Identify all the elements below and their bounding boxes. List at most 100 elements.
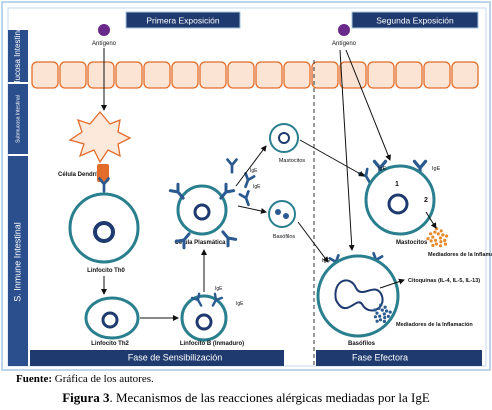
mastocitos-label-1: Mastocitos xyxy=(279,158,306,164)
source-line: Fuente: Gráfica de los autores. xyxy=(16,373,154,385)
fase-efectora-box xyxy=(316,350,482,366)
dendritic-label-text: Célula Dendrítica xyxy=(58,172,108,178)
mediator-dot xyxy=(445,234,449,238)
epithelial-cell xyxy=(143,61,171,89)
epithelial-cell xyxy=(31,61,59,89)
epithelial-cell xyxy=(227,61,255,89)
ige-antibody xyxy=(168,182,185,200)
mediator-dot xyxy=(438,244,443,248)
submucosa-band xyxy=(8,84,28,154)
ige-antibody xyxy=(226,158,238,174)
mediator-dot xyxy=(379,303,383,307)
mediator-dot xyxy=(438,236,442,240)
mediator-dot xyxy=(373,315,377,319)
plasma-nucleus xyxy=(193,203,211,221)
ige-antibodies xyxy=(98,158,428,307)
mediadores-label-2: Mediadores de la Inflamación xyxy=(396,322,473,328)
mediator-dot xyxy=(383,316,387,320)
mediator-dot xyxy=(378,314,382,318)
basofilos-label-2: Basófilos xyxy=(348,341,376,347)
epithelial-cell xyxy=(171,61,199,89)
mediator-dot xyxy=(375,311,379,315)
ige-antibody xyxy=(98,177,110,193)
mediator-dot xyxy=(443,242,448,246)
figure-label: Figura 3 xyxy=(62,390,110,405)
fase-efectora-text: Fase Efectora xyxy=(352,352,408,362)
mediator-dot xyxy=(426,237,430,241)
th2-label: Linfocito Th2 xyxy=(91,341,129,347)
basophil-large-nucleus xyxy=(334,279,384,312)
basophil-small xyxy=(268,200,296,228)
epithelial-cell xyxy=(255,61,283,89)
epithelial-cell xyxy=(395,61,423,89)
mediator-dot xyxy=(431,235,435,239)
mediadores-label-1-text: Mediadores de la Inflamación xyxy=(428,252,492,258)
primera-header-text: Primera Exposición xyxy=(146,15,219,25)
step-2: 2 xyxy=(424,197,428,204)
ige-antibody xyxy=(174,232,191,250)
mediadores-label-1: Mediadores de la Inflamación xyxy=(428,252,492,258)
figure-caption-text: . Mecanismos de las reacciones alérgicas… xyxy=(109,390,430,405)
mediator-dot xyxy=(433,230,437,234)
basophil-small-granule-2 xyxy=(283,213,289,219)
mediator-dot xyxy=(436,232,440,236)
arrow-antigen2-mast xyxy=(345,49,391,161)
epithelial-cell xyxy=(311,61,339,89)
outer-frame xyxy=(1,1,491,371)
effector-ige-2: IgE xyxy=(432,166,441,172)
mastocitos-label-2: Mastocitos xyxy=(396,240,428,246)
dendritic-cell xyxy=(68,110,132,164)
antigen-label-1: Antígeno xyxy=(92,41,117,47)
antigen-dot-2 xyxy=(338,24,350,36)
th0-label: Linfocito Th0 xyxy=(87,268,125,274)
mediator-dot xyxy=(388,310,392,314)
submucosa-label: Submucosa Intestinal xyxy=(15,95,21,143)
arrow-baso-effector xyxy=(297,221,329,263)
fase-sensibilizacion-text: Fase de Sensibilización xyxy=(128,352,223,362)
epithelial-cell xyxy=(451,61,479,89)
epithelial-cell xyxy=(423,61,451,89)
basofilos-label-1: Basófilos xyxy=(273,234,296,240)
source-label: Fuente: xyxy=(16,373,53,385)
primera-header xyxy=(125,11,241,29)
mediator-dot xyxy=(429,239,433,243)
mediator-dot xyxy=(375,319,379,323)
mastocyte-large-nucleus xyxy=(387,193,409,215)
antigen-dot-1 xyxy=(98,24,110,36)
ige-antibody xyxy=(190,292,203,307)
basophil-small-granule-1 xyxy=(275,209,281,215)
mediator-dot xyxy=(383,305,387,309)
plasma-label: Célula Plasmática xyxy=(174,240,226,246)
allergy-mechanism-diagram: Mucosa Intestinal Submucosa Intestinal S… xyxy=(1,1,492,371)
b-nucleus xyxy=(195,313,213,331)
mediator-dot xyxy=(443,238,447,242)
epithelial-cell xyxy=(367,61,395,89)
arrow-mast-mediators xyxy=(425,211,437,229)
mediator-dot xyxy=(429,232,433,236)
arrow-mast-effector xyxy=(299,139,365,177)
epithelial-cell xyxy=(199,61,227,89)
arrow-plasma-baso xyxy=(237,205,267,214)
mediator-dot xyxy=(431,243,435,248)
mediator-dot xyxy=(380,308,384,312)
epithelial-cell xyxy=(87,61,115,89)
antigen-label-2: Antígeno xyxy=(332,41,357,47)
basophil-large xyxy=(316,254,400,338)
epithelial-cell xyxy=(283,61,311,89)
mediator-dot xyxy=(378,318,383,322)
ige-antibody xyxy=(219,182,236,200)
mediator-dot xyxy=(441,233,445,237)
ige-antibody xyxy=(244,172,256,189)
th2-nucleus xyxy=(101,311,119,329)
inmune-label: S. Inmune Intestinal xyxy=(12,222,22,302)
plasma-ige-1: IgE xyxy=(250,168,258,174)
mediator-dot xyxy=(377,306,381,310)
epithelial-cell xyxy=(59,61,87,89)
mastocyte-small-nucleus xyxy=(278,132,290,144)
figure-caption: Figura 3. Mecanismos de las reacciones a… xyxy=(0,390,492,406)
arrow-antigen2-baso xyxy=(339,49,355,251)
inmune-band xyxy=(8,156,28,366)
mediator-dot xyxy=(382,312,386,316)
mucosa-band xyxy=(8,30,28,82)
source-text: Gráfica de los autores. xyxy=(52,373,154,385)
